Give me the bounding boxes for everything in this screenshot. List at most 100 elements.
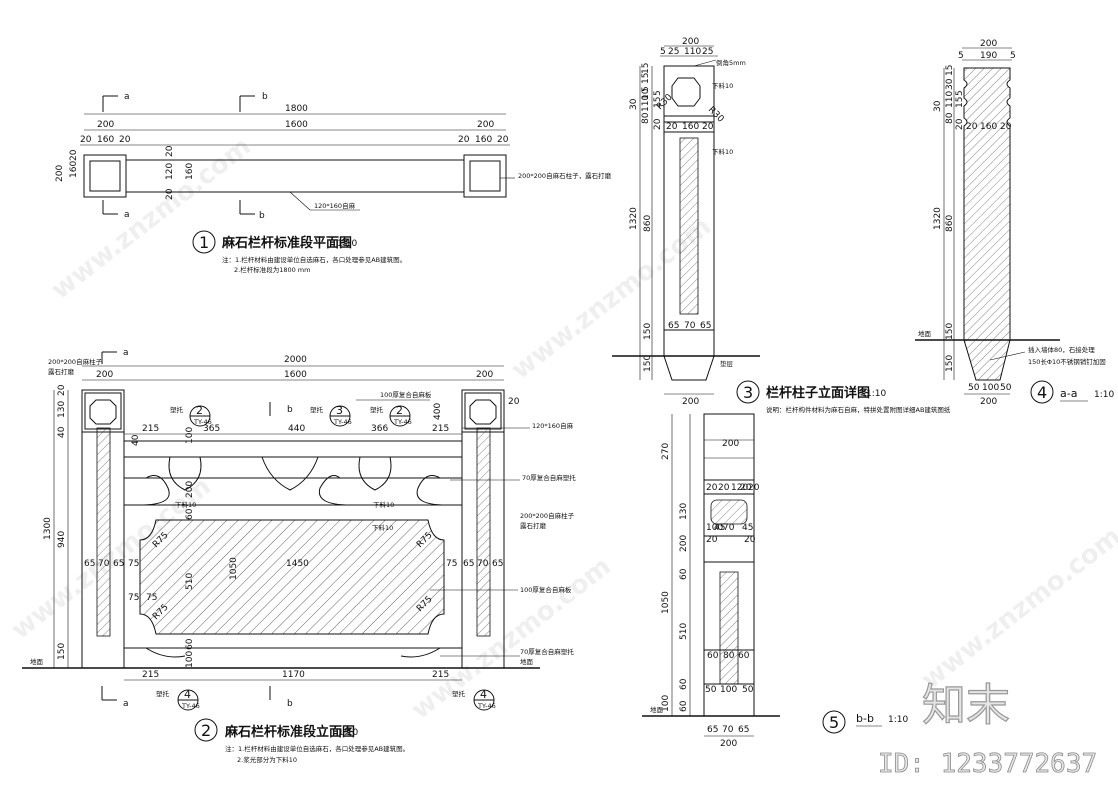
dim-20: 20 [1000, 122, 1012, 132]
dim-65: 65 [463, 559, 474, 569]
dim-5: 5 [955, 90, 965, 96]
section-label-b: b [287, 405, 293, 415]
dim-45: 45 [714, 523, 725, 533]
bottom-support-curve [400, 647, 441, 658]
dim-65: 65 [738, 725, 749, 735]
dim-20: 20 [165, 145, 175, 157]
dim-200: 200 [720, 739, 737, 749]
drawing-scale: 1:10 [888, 715, 908, 725]
dim-65: 65 [700, 321, 711, 331]
dim-5: 5 [1010, 51, 1016, 61]
drawing-number-circle [194, 718, 218, 742]
dim-70: 70 [477, 559, 489, 569]
dim-100: 100 [185, 651, 195, 668]
post-slot-right [476, 427, 491, 637]
reference-sub: TY-46 [477, 702, 496, 710]
label-support: 70厚复合自麻塑托 [522, 473, 576, 482]
dim-1600: 1600 [285, 120, 308, 130]
dim-510: 510 [679, 623, 689, 640]
dim-200: 200 [679, 535, 689, 552]
drawing-note: 2.栏杆标准段为1800 mm [234, 265, 310, 274]
label-grout: 150长Φ10不锈钢销钉加固 [1028, 357, 1106, 366]
rail-support-curve [416, 475, 447, 506]
dim-20: 20 [497, 135, 509, 145]
dim-15: 15 [945, 65, 955, 76]
reference-symbol: 2 TY-46 塑托 [170, 404, 212, 427]
dim-150: 150 [643, 323, 653, 340]
dim-130: 130 [679, 503, 689, 520]
drawing-number-circle [822, 710, 846, 734]
post-top-octagon [671, 77, 701, 107]
dim-20: 20 [740, 483, 752, 493]
dim-20: 20 [458, 135, 470, 145]
drawing-title: a-a [1060, 387, 1077, 400]
brand-logo: 知末 [922, 680, 1010, 731]
leader-line [289, 191, 311, 211]
label-bottom: 70厚复合自麻塑托 [520, 647, 574, 656]
dim-20: 20 [702, 122, 714, 132]
dim-60: 60 [679, 700, 689, 712]
rail-support-curve [318, 475, 351, 506]
dim-40: 40 [131, 434, 141, 446]
reference-symbol: 3 TY-46 塑托 [310, 404, 352, 427]
drawing-number: 1 [199, 233, 209, 252]
dim-200: 200 [722, 439, 739, 449]
dim-1320: 1320 [933, 207, 943, 230]
drawing-note: 2.浆光部分为下料10 [237, 755, 297, 764]
section-label-a: a [123, 348, 129, 358]
dim-1320: 1320 [629, 207, 639, 230]
drawing-title: 栏杆柱子立面详图 [766, 385, 870, 401]
dim-70: 70 [723, 523, 735, 533]
reference-number: 2 [196, 404, 203, 417]
label-xia: 下料10 [712, 81, 733, 90]
dim-1800: 1800 [285, 104, 308, 114]
dim-5: 5 [653, 90, 663, 96]
dim-100: 100 [706, 523, 723, 533]
post-base [663, 355, 715, 381]
dim-20: 20 [69, 149, 79, 161]
drawing-number-circle [736, 380, 760, 404]
dim-860: 860 [643, 215, 653, 232]
rail-support-curve [139, 475, 170, 506]
dim-200: 200 [96, 370, 113, 380]
section-label-a: a [124, 210, 130, 220]
image-id: ID: 1233772637 [878, 749, 1097, 779]
dim-60: 60 [738, 651, 750, 661]
dim-130: 130 [57, 401, 67, 418]
reference-number: 4 [480, 688, 487, 701]
section-panel-hatched [719, 571, 739, 685]
plan-post-right-inner [469, 160, 501, 192]
dim-1050: 1050 [229, 557, 239, 580]
dim-70: 70 [98, 559, 110, 569]
section-label-a: a [123, 699, 129, 709]
dim-45: 45 [742, 523, 753, 533]
dim-80: 80 [723, 651, 735, 661]
drawing-note: 注：1.栏杆材料由建设单位自选麻石，各口处理参见AB建筑图。 [225, 744, 409, 753]
reference-label: 塑托 [370, 405, 384, 414]
dim-15: 15 [641, 63, 651, 74]
dim-440: 440 [288, 424, 305, 434]
dim-50: 50 [968, 383, 980, 393]
drawing-2-elevation: a b a b 2000 200 1600 200 [22, 348, 576, 764]
reference-label: 塑托 [452, 689, 466, 698]
drawing-5-section-bb: 200 20 20 120 20 20 地面 270 130 200 60 10… [642, 413, 908, 749]
dim-30: 30 [945, 78, 955, 90]
label-rail: 120*160自麻 [532, 421, 574, 430]
plan-post-right [463, 154, 507, 198]
drawing-number: 4 [1037, 383, 1047, 402]
section-label-b: b [259, 211, 265, 221]
dim-75: 75 [446, 559, 457, 569]
drawing-title: 麻石栏杆标准段平面图 [221, 235, 352, 251]
bottom-support-curve [145, 647, 186, 658]
drawing-number-circle [1030, 380, 1054, 404]
dim-20: 20 [955, 118, 965, 130]
dim-50: 50 [1000, 383, 1012, 393]
dim-110: 110 [945, 91, 955, 108]
dim-5: 5 [641, 86, 651, 92]
dim-1600: 1600 [284, 370, 307, 380]
drawing-note: 说明：栏杆构件材料为麻石自麻，特拼处置附图详细AB建筑图纸 [766, 405, 951, 414]
dim-15: 15 [641, 73, 651, 84]
reference-number: 2 [396, 404, 403, 417]
dim-70: 70 [722, 725, 734, 735]
dim-20: 20 [718, 483, 730, 493]
